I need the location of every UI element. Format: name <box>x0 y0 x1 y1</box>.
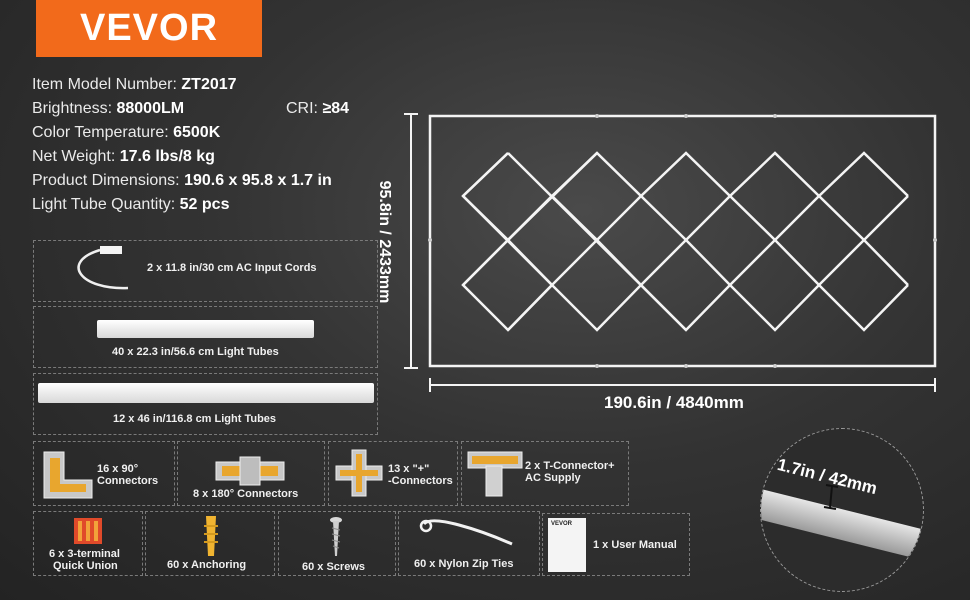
caption-quick-union-a: 6 x 3-terminal <box>49 548 120 560</box>
vevor-logo: VEVOR <box>36 0 262 57</box>
caption-plus-connectors-a: 13 x "+" <box>388 463 430 475</box>
caption-user-manual: 1 x User Manual <box>593 539 677 551</box>
box-short-tubes <box>33 306 378 368</box>
tube-profile <box>761 484 923 564</box>
spec-weight: Net Weight: 17.6 lbs/8 kg <box>32 148 215 165</box>
box-quick-union <box>33 511 143 576</box>
spec-cri: CRI: ≥84 <box>286 100 350 117</box>
box-90-connectors <box>33 441 175 506</box>
box-180-connectors <box>177 441 325 506</box>
caption-zip-ties: 60 x Nylon Zip Ties <box>414 558 514 570</box>
spec-brightness: Brightness: 88000LM <box>32 100 185 117</box>
box-user-manual <box>542 513 690 576</box>
caption-short-tubes: 40 x 22.3 in/56.6 cm Light Tubes <box>112 346 279 358</box>
spec-color-temp: Color Temperature: 6500K <box>32 124 221 141</box>
caption-180-connectors: 8 x 180° Connectors <box>193 488 299 500</box>
thickness-detail-circle <box>760 428 924 592</box>
caption-ac-cords: 2 x 11.8 in/30 cm AC Input Cords <box>147 262 317 274</box>
caption-90-connectors-b: Connectors <box>97 475 159 487</box>
box-ac-cords <box>33 240 378 302</box>
box-anchoring <box>145 511 275 576</box>
caption-plus-connectors-b: -Connectors <box>388 475 453 487</box>
caption-screws: 60 x Screws <box>302 561 365 573</box>
caption-long-tubes: 12 x 46 in/116.8 cm Light Tubes <box>113 413 277 425</box>
box-t-connector <box>461 441 629 506</box>
caption-anchoring: 60 x Anchoring <box>167 559 247 571</box>
manual-cover-text: VEVOR <box>551 521 573 527</box>
caption-quick-union-b: Quick Union <box>53 560 118 572</box>
box-long-tubes <box>33 373 378 435</box>
logo-text: VEVOR <box>79 7 219 49</box>
long-tube-icon <box>38 383 374 403</box>
short-tube-icon <box>97 320 314 338</box>
box-screws <box>278 511 396 576</box>
spec-tube-qty: Light Tube Quantity: 52 pcs <box>32 196 230 213</box>
spec-dimensions: Product Dimensions: 190.6 x 95.8 x 1.7 i… <box>32 172 332 189</box>
box-zip-ties <box>398 511 540 576</box>
user-manual-icon: VEVOR <box>548 518 586 572</box>
spec-model: Item Model Number: ZT2017 <box>32 76 237 93</box>
caption-t-connector-b: AC Supply <box>525 472 581 484</box>
width-dimension-label: 190.6in / 4840mm <box>604 393 744 412</box>
box-plus-connectors <box>328 441 458 506</box>
caption-90-connectors-a: 16 x 90° <box>97 463 139 475</box>
caption-t-connector-a: 2 x T-Connector+ <box>525 460 615 472</box>
